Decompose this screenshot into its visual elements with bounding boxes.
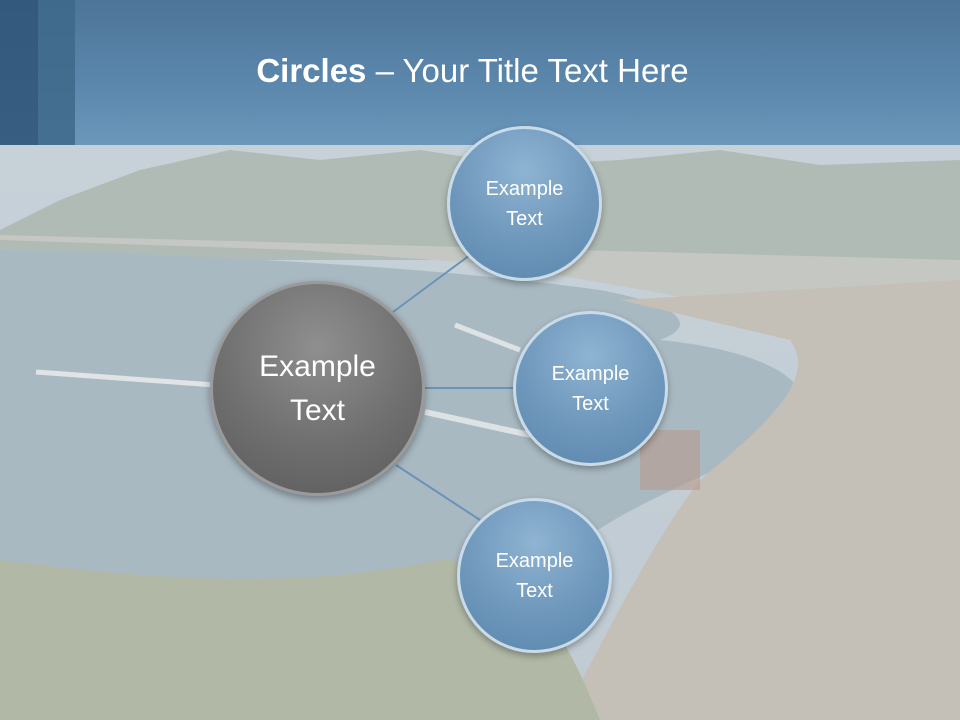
title-bold: Circles: [256, 52, 367, 89]
header-stripe: [38, 0, 75, 145]
header-band: Circles – Your Title Text Here: [0, 0, 960, 145]
node-circle-line1: Example: [551, 362, 630, 385]
slide-title: Circles – Your Title Text Here: [0, 52, 945, 90]
title-rest: – Your Title Text Here: [366, 52, 689, 89]
node-circle-line2: Text: [506, 207, 543, 230]
connector-line: [392, 254, 471, 313]
node-circle-line1: Example: [485, 177, 564, 200]
center-circle-line2: Text: [289, 393, 346, 427]
node-circle-top[interactable]: Example Text: [447, 126, 602, 281]
node-circle-bottom[interactable]: Example Text: [457, 498, 612, 653]
connector-line: [395, 464, 481, 521]
center-circle[interactable]: Example Text: [210, 281, 425, 496]
node-circle-line1: Example: [495, 549, 574, 572]
header-stripe: [0, 0, 38, 145]
node-circle-line2: Text: [572, 392, 609, 415]
node-circle-middle[interactable]: Example Text: [513, 311, 668, 466]
node-circle-line2: Text: [516, 579, 553, 602]
center-circle-line1: Example: [259, 349, 376, 383]
